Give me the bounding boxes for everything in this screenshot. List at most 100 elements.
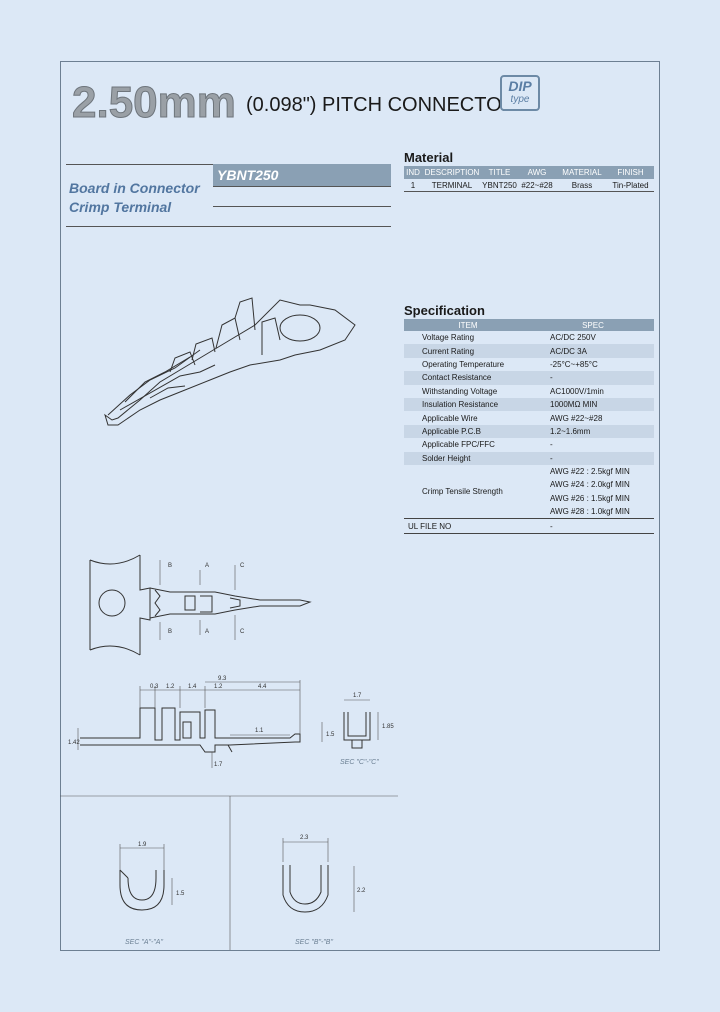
spec-value: 1000MΩ MIN — [532, 397, 654, 412]
spec-col-header-spec: SPEC — [532, 319, 654, 331]
section-a-view — [119, 869, 165, 911]
spec-item: Current Rating — [404, 344, 532, 358]
sec-c-height: 1.85 — [382, 724, 394, 730]
spec-item: Insulation Resistance — [404, 397, 532, 412]
pitch-mm-title: 2.50mm — [72, 78, 237, 128]
dim-top-5: 4.4 — [258, 684, 267, 690]
spec-value: - — [532, 518, 654, 534]
material-col-header: FINISH — [607, 166, 654, 179]
plan-view-section-marks — [159, 560, 236, 640]
sec-a-height: 1.5 — [176, 891, 185, 897]
dim-total: 9.3 — [218, 676, 227, 682]
category-line-1: Board in Connector — [69, 180, 200, 196]
spec-item: Applicable Wire — [422, 413, 478, 423]
material-header-row: IND DESCRIPTION TITLE AWG MATERIAL FINIS… — [404, 166, 654, 179]
spec-value: - — [532, 451, 654, 465]
model-bar: YBNT250 — [213, 164, 391, 186]
sec-c-width: 1.7 — [353, 693, 362, 699]
dim-top-2: 1.2 — [166, 684, 175, 690]
crimp-spec-line: AWG #24 : 2.0kgf MIN — [550, 480, 630, 490]
badge-bottom-text: type — [510, 94, 530, 105]
section-b-dimensions — [282, 838, 355, 912]
spec-value: - — [550, 440, 553, 450]
material-cell: Tin-Plated — [607, 179, 654, 192]
dim-bottom: 1.7 — [214, 762, 223, 768]
spec-value: -25°C~+85°C — [550, 359, 598, 369]
spec-item: UL FILE NO — [404, 518, 532, 534]
specification-title: Specification — [404, 303, 485, 318]
spec-row: Solder Height- — [404, 451, 654, 465]
sec-a-caption: SEC "A"-"A" — [125, 939, 163, 946]
spec-row: Applicable FPC/FFC - — [404, 438, 654, 451]
category-top-line — [66, 164, 213, 165]
spec-item: Applicable FPC/FFC — [422, 440, 495, 450]
material-cell: #22~#28 — [517, 179, 557, 192]
crimp-spec-line: AWG #26 : 1.5kgf MIN — [550, 493, 630, 503]
spec-item: Withstanding Voltage — [422, 386, 498, 396]
spec-item: Solder Height — [404, 451, 532, 465]
spec-item: Operating Temperature — [422, 359, 505, 369]
crimp-spec-line: AWG #28 : 1.0kgf MIN — [550, 507, 630, 517]
material-row: 1 TERMINAL YBNT250 #22~#28 Brass Tin-Pla… — [404, 179, 654, 192]
material-col-header: AWG — [517, 166, 557, 179]
category-line-2: Crimp Terminal — [69, 199, 172, 215]
section-c-view — [343, 712, 371, 749]
drawing-sheet — [60, 61, 660, 951]
sec-b-height: 2.2 — [357, 888, 366, 894]
dim-top-3: 1.4 — [188, 684, 197, 690]
spec-value: AC/DC 3A — [532, 344, 654, 358]
badge-top-text: DIP — [508, 78, 532, 94]
terminal-isometric-view — [104, 297, 356, 426]
dim-top-4: 1.2 — [214, 684, 223, 690]
spec-item: Applicable P.C.B — [404, 424, 532, 439]
dip-type-badge: DIP type — [500, 75, 540, 111]
material-col-header: IND — [404, 166, 422, 179]
material-col-header: MATERIAL — [557, 166, 607, 179]
category-mid-line — [213, 206, 391, 207]
spec-row-crimp: Crimp Tensile Strength AWG #22 : 2.5kgf … — [404, 465, 654, 519]
sec-a-width: 1.9 — [138, 842, 147, 848]
section-label-c: C — [240, 563, 245, 569]
dim-top-1: 0.3 — [150, 684, 159, 690]
spec-col-header-item: ITEM — [404, 319, 532, 331]
spec-row: Voltage Rating AC/DC 250V — [404, 331, 654, 344]
spec-row: Operating Temperature -25°C~+85°C — [404, 358, 654, 371]
pitch-inch-title: (0.098") PITCH CONNECTOR — [246, 94, 517, 116]
sec-b-caption: SEC "B"-"B" — [295, 939, 333, 946]
material-cell: Brass — [557, 179, 607, 192]
spec-value: 1.2~1.6mm — [532, 424, 654, 439]
material-cell: TERMINAL — [422, 179, 482, 192]
section-label-b: B — [168, 563, 172, 569]
dim-right: 1.5 — [326, 732, 335, 738]
sec-c-caption: SEC "C"-"C" — [340, 759, 379, 766]
specification-table: ITEM SPEC Voltage Rating AC/DC 250V Curre… — [404, 319, 654, 534]
spec-value: AC/DC 250V — [550, 333, 596, 343]
spec-value-multi: AWG #22 : 2.5kgf MIN AWG #24 : 2.0kgf MI… — [532, 465, 654, 519]
spec-row: Contact Resistance- — [404, 371, 654, 385]
model-bar-line — [213, 186, 391, 187]
material-cell: 1 — [404, 179, 422, 192]
section-label-a: A — [205, 563, 209, 569]
section-label-a-bottom: A — [205, 629, 209, 635]
material-cell: YBNT250 — [482, 179, 517, 192]
crimp-spec-line: AWG #22 : 2.5kgf MIN — [550, 466, 630, 476]
dim-left: 1.42 — [68, 740, 80, 746]
dim-1-1: 1.1 — [255, 728, 264, 734]
sec-b-width: 2.3 — [300, 835, 309, 841]
side-view-dimensions — [77, 680, 323, 768]
spec-value: AWG #22~#28 — [550, 413, 603, 423]
material-col-header: TITLE — [482, 166, 517, 179]
terminal-plan-view — [89, 554, 312, 656]
spec-value: - — [532, 371, 654, 385]
section-label-b-bottom: B — [168, 629, 172, 635]
section-a-dimensions — [119, 844, 173, 905]
spec-item: Voltage Rating — [422, 333, 475, 343]
category-bottom-line — [66, 226, 391, 227]
material-table: IND DESCRIPTION TITLE AWG MATERIAL FINIS… — [404, 166, 654, 192]
spec-item: Crimp Tensile Strength — [422, 487, 503, 497]
